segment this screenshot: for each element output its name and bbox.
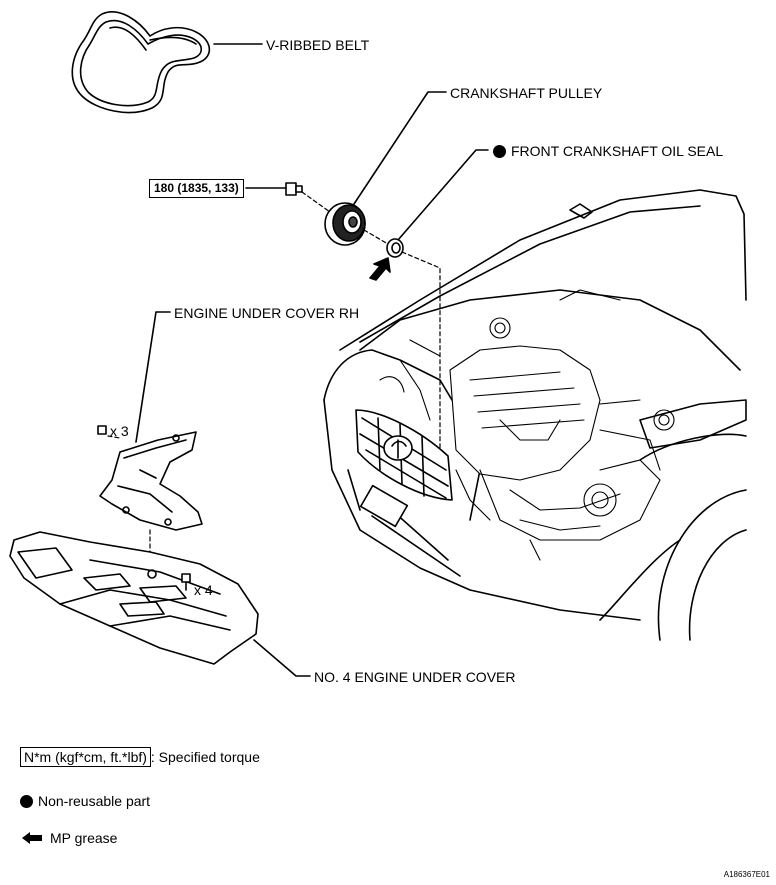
oil-seal-text: FRONT CRANKSHAFT OIL SEAL (511, 143, 724, 159)
bolt-no4-drawing (181, 573, 191, 591)
label-front-crankshaft-oil-seal: FRONT CRANKSHAFT OIL SEAL (493, 144, 723, 158)
oil-seal-drawing (386, 238, 404, 258)
figure-code: A186367E01 (723, 870, 770, 879)
legend-non-reusable: Non-reusable part (20, 794, 150, 808)
leader-oil-seal (397, 149, 489, 241)
leader-crankshaft-pulley (353, 91, 447, 205)
label-v-ribbed-belt: V-RIBBED BELT (266, 37, 370, 53)
leader-no4-under-cover (253, 639, 311, 677)
vehicle-front-drawing (323, 189, 747, 641)
crankshaft-pulley-drawing (324, 202, 366, 246)
legend-torque-desc: : Specified torque (150, 749, 260, 765)
label-no4-engine-under-cover: NO. 4 ENGINE UNDER COVER (314, 669, 516, 685)
torque-box-pulley-bolt: 180 (1835, 133) (149, 179, 244, 199)
no4-under-cover-drawing (9, 531, 259, 665)
non-reusable-dot-icon (493, 145, 506, 158)
leader-under-cover-rh (135, 311, 171, 443)
pulley-bolt-drawing (245, 182, 303, 196)
mp-grease-arrow-icon (22, 832, 42, 844)
engine-under-cover-rh-drawing (99, 431, 203, 531)
label-engine-under-cover-rh: ENGINE UNDER COVER RH (174, 305, 360, 321)
legend-torque: N*m (kgf*cm, ft.*lbf): Specified torque (20, 747, 260, 767)
label-crankshaft-pulley: CRANKSHAFT PULLEY (450, 85, 603, 101)
label-qty-x3: x 3 (110, 423, 129, 439)
legend-torque-unit: N*m (kgf*cm, ft.*lbf) (20, 747, 151, 767)
grease-arrow-seal (369, 257, 391, 281)
legend-non-reusable-text: Non-reusable part (38, 793, 151, 809)
non-reusable-dot-icon (20, 795, 33, 808)
legend-mp-grease: MP grease (50, 830, 118, 846)
label-qty-x4: x 4 (194, 582, 213, 598)
bolt-rh-drawing (97, 425, 107, 435)
v-ribbed-belt-drawing (71, 11, 211, 114)
